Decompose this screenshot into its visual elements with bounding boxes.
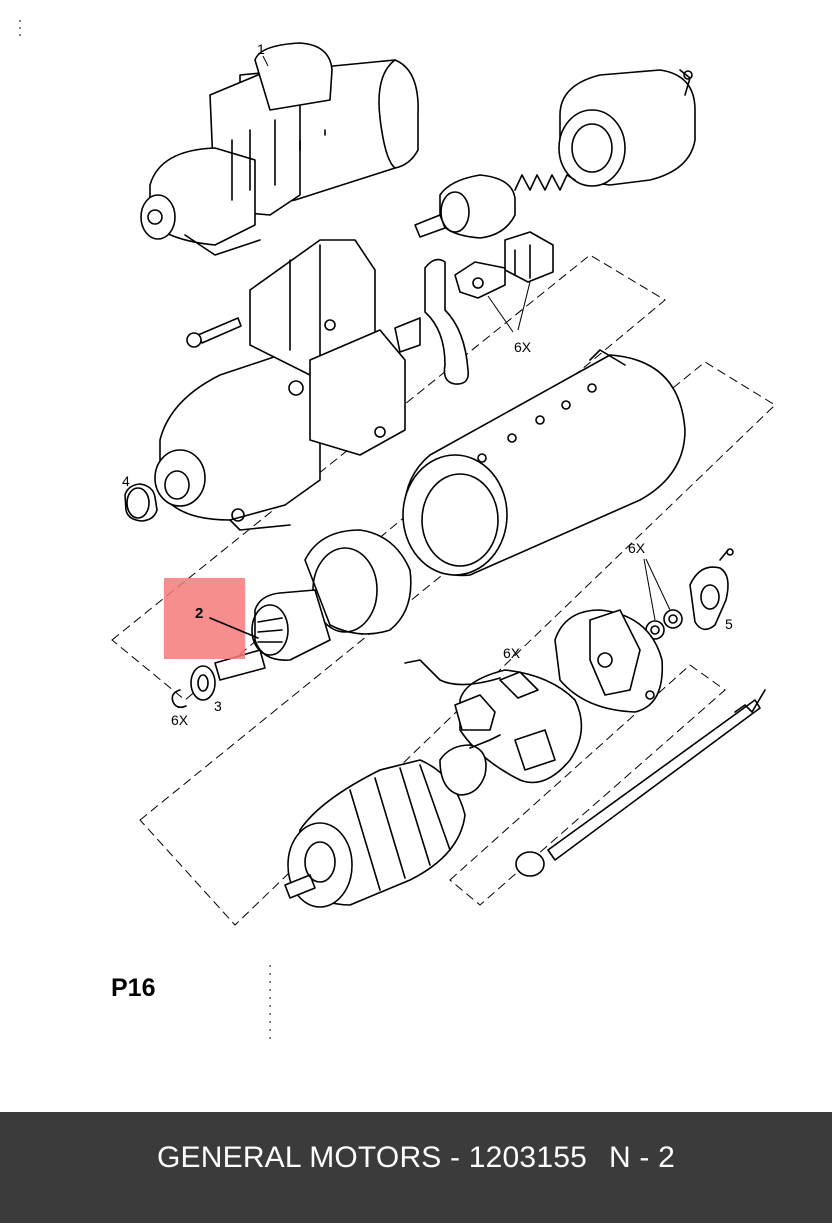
bushing-part-4 bbox=[124, 483, 158, 522]
highlight-part-2[interactable] bbox=[164, 578, 245, 659]
callout-part-4: 4 bbox=[122, 473, 130, 489]
part-suffix: N - 2 bbox=[608, 1140, 675, 1174]
through-bolt bbox=[515, 689, 766, 877]
callout-ring-qty: 6X bbox=[171, 712, 189, 728]
footer-bar: GENERAL MOTORS - 1203155 N - 2 bbox=[0, 1112, 832, 1223]
yoke-housing bbox=[402, 349, 686, 577]
callout-part-5: 5 bbox=[725, 616, 733, 632]
brush-set bbox=[394, 231, 554, 385]
footer-text: GENERAL MOTORS - 1203155 N - 2 bbox=[157, 1141, 675, 1175]
page-code-label: P16 bbox=[111, 974, 156, 1002]
starter-assembly-part-1 bbox=[140, 42, 419, 256]
guide-box-upper bbox=[111, 254, 666, 701]
drive-end-housing bbox=[154, 239, 406, 531]
exploded-parts-diagram: 1 6X bbox=[19, 20, 776, 1040]
callout-terminal-qty: 6X bbox=[503, 645, 521, 661]
armature bbox=[284, 734, 501, 908]
cover-plate-part-5 bbox=[689, 548, 734, 631]
retaining-ring bbox=[171, 689, 187, 709]
callout-brushes-qty: 6X bbox=[514, 339, 532, 355]
guide-box-lower bbox=[449, 664, 726, 906]
callout-part-2: 2 bbox=[195, 605, 203, 622]
callout-part-1: 1 bbox=[257, 41, 265, 57]
callout-nuts-qty: 6X bbox=[628, 540, 646, 556]
brush-plate bbox=[404, 659, 583, 784]
thrust-washer-part-3 bbox=[190, 665, 216, 701]
drive-pinion-assembly bbox=[214, 529, 412, 681]
leader-part-2 bbox=[209, 617, 259, 639]
callout-part-3: 3 bbox=[214, 698, 222, 714]
hex-nuts bbox=[645, 609, 683, 640]
plunger bbox=[414, 174, 516, 239]
solenoid-switch bbox=[558, 69, 696, 187]
brand-part-number: GENERAL MOTORS - 1203155 bbox=[157, 1140, 587, 1174]
bolt bbox=[186, 317, 242, 348]
solenoid-spring bbox=[514, 174, 576, 191]
commutator-end-cover bbox=[554, 609, 664, 713]
starter-motor-drawing: 1 6X bbox=[19, 20, 776, 1040]
